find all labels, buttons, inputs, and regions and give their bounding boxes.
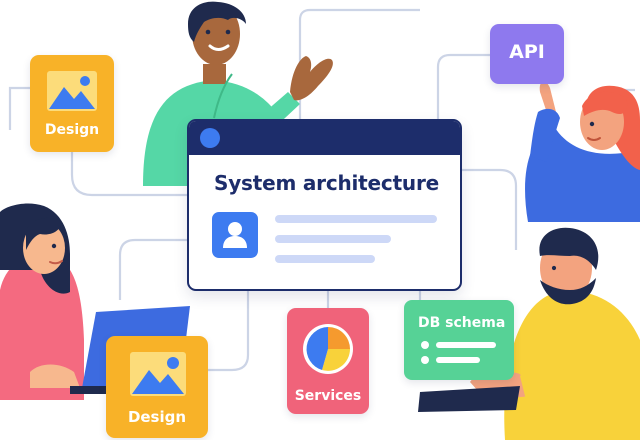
schema-rows-icon	[421, 341, 496, 364]
system-architecture-window: System architecture	[187, 119, 462, 291]
services-tile: Services	[287, 308, 369, 414]
connector-lines	[8, 8, 635, 372]
api-tile-label: API	[509, 41, 545, 63]
api-tile: API	[490, 24, 564, 84]
pie-chart-icon	[303, 324, 353, 374]
window-title: System architecture	[214, 171, 439, 195]
image-icon	[47, 71, 97, 111]
db-schema-tile-label: DB schema	[418, 315, 506, 331]
person-bottom-right	[418, 227, 640, 440]
placeholder-line-3	[275, 255, 375, 263]
design-tile-bottom: Design	[106, 336, 208, 438]
window-dot-icon	[200, 128, 220, 148]
image-icon	[130, 352, 186, 396]
user-profile-glyph	[223, 222, 247, 248]
design-tile-top: Design	[30, 55, 114, 152]
design-tile-top-label: Design	[44, 122, 100, 138]
window-titlebar	[189, 121, 460, 155]
placeholder-line-1	[275, 215, 437, 223]
user-profile-icon	[212, 212, 258, 258]
db-schema-tile: DB schema	[404, 300, 514, 380]
services-tile-label: Services	[294, 388, 362, 404]
person-top-right	[525, 81, 640, 222]
placeholder-line-2	[275, 235, 391, 243]
design-tile-bottom-label: Design	[127, 408, 187, 426]
